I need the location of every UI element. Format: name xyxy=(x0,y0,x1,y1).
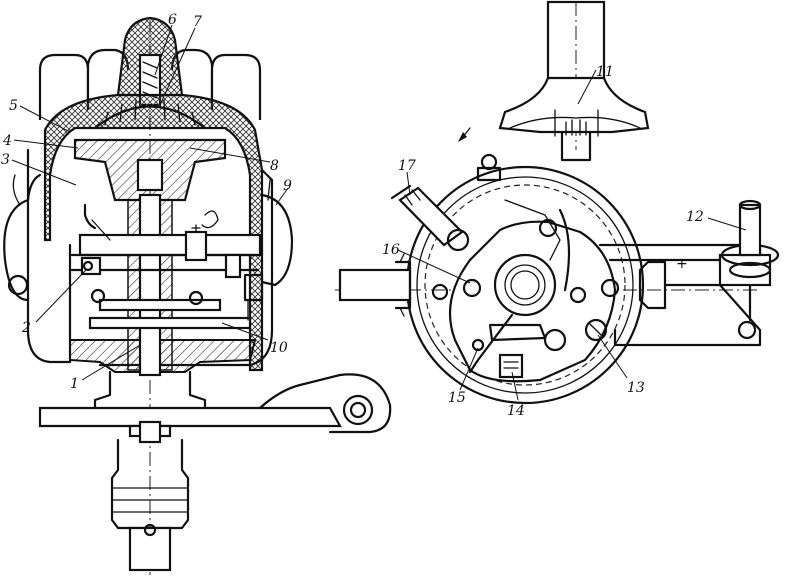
plus-sign: + xyxy=(676,256,688,272)
callout-5: 5 xyxy=(9,98,18,114)
callout-4: 4 xyxy=(2,133,12,149)
callout-11: 11 xyxy=(596,64,614,80)
callout-1: 1 xyxy=(70,376,79,392)
distributor-cap xyxy=(43,93,264,372)
plan-view: + xyxy=(335,0,780,405)
cap-spring-clip xyxy=(260,193,294,287)
callout-17: 17 xyxy=(398,158,416,174)
left-callouts: 6 7 5 4 3 8 9 10 2 1 xyxy=(1,12,292,392)
vacuum-regulator xyxy=(498,0,650,162)
callout-12: 12 xyxy=(686,209,704,225)
callout-2: 2 xyxy=(21,320,31,336)
callout-16: 16 xyxy=(382,242,400,258)
callout-10: 10 xyxy=(270,340,288,356)
callout-8: 8 xyxy=(270,158,279,174)
callout-6: 6 xyxy=(168,12,177,28)
callout-3: 3 xyxy=(1,152,10,168)
breaker-plate xyxy=(448,220,617,383)
lower-shank xyxy=(93,370,207,410)
callout-13: 13 xyxy=(627,380,645,396)
callout-7: 7 xyxy=(193,14,202,30)
housing-outline xyxy=(26,148,274,367)
right-callouts: 11 12 17 16 13 14 15 xyxy=(382,64,747,419)
condenser xyxy=(390,184,470,252)
callout-9: 9 xyxy=(283,178,292,194)
callout-15: 15 xyxy=(448,390,466,406)
cam xyxy=(493,253,557,317)
sectional-view xyxy=(3,16,392,575)
drive-shaft xyxy=(138,193,162,377)
callout-14: 14 xyxy=(507,403,525,419)
octane-corrector-plate xyxy=(38,406,342,428)
rotation-arrowhead xyxy=(458,132,467,142)
